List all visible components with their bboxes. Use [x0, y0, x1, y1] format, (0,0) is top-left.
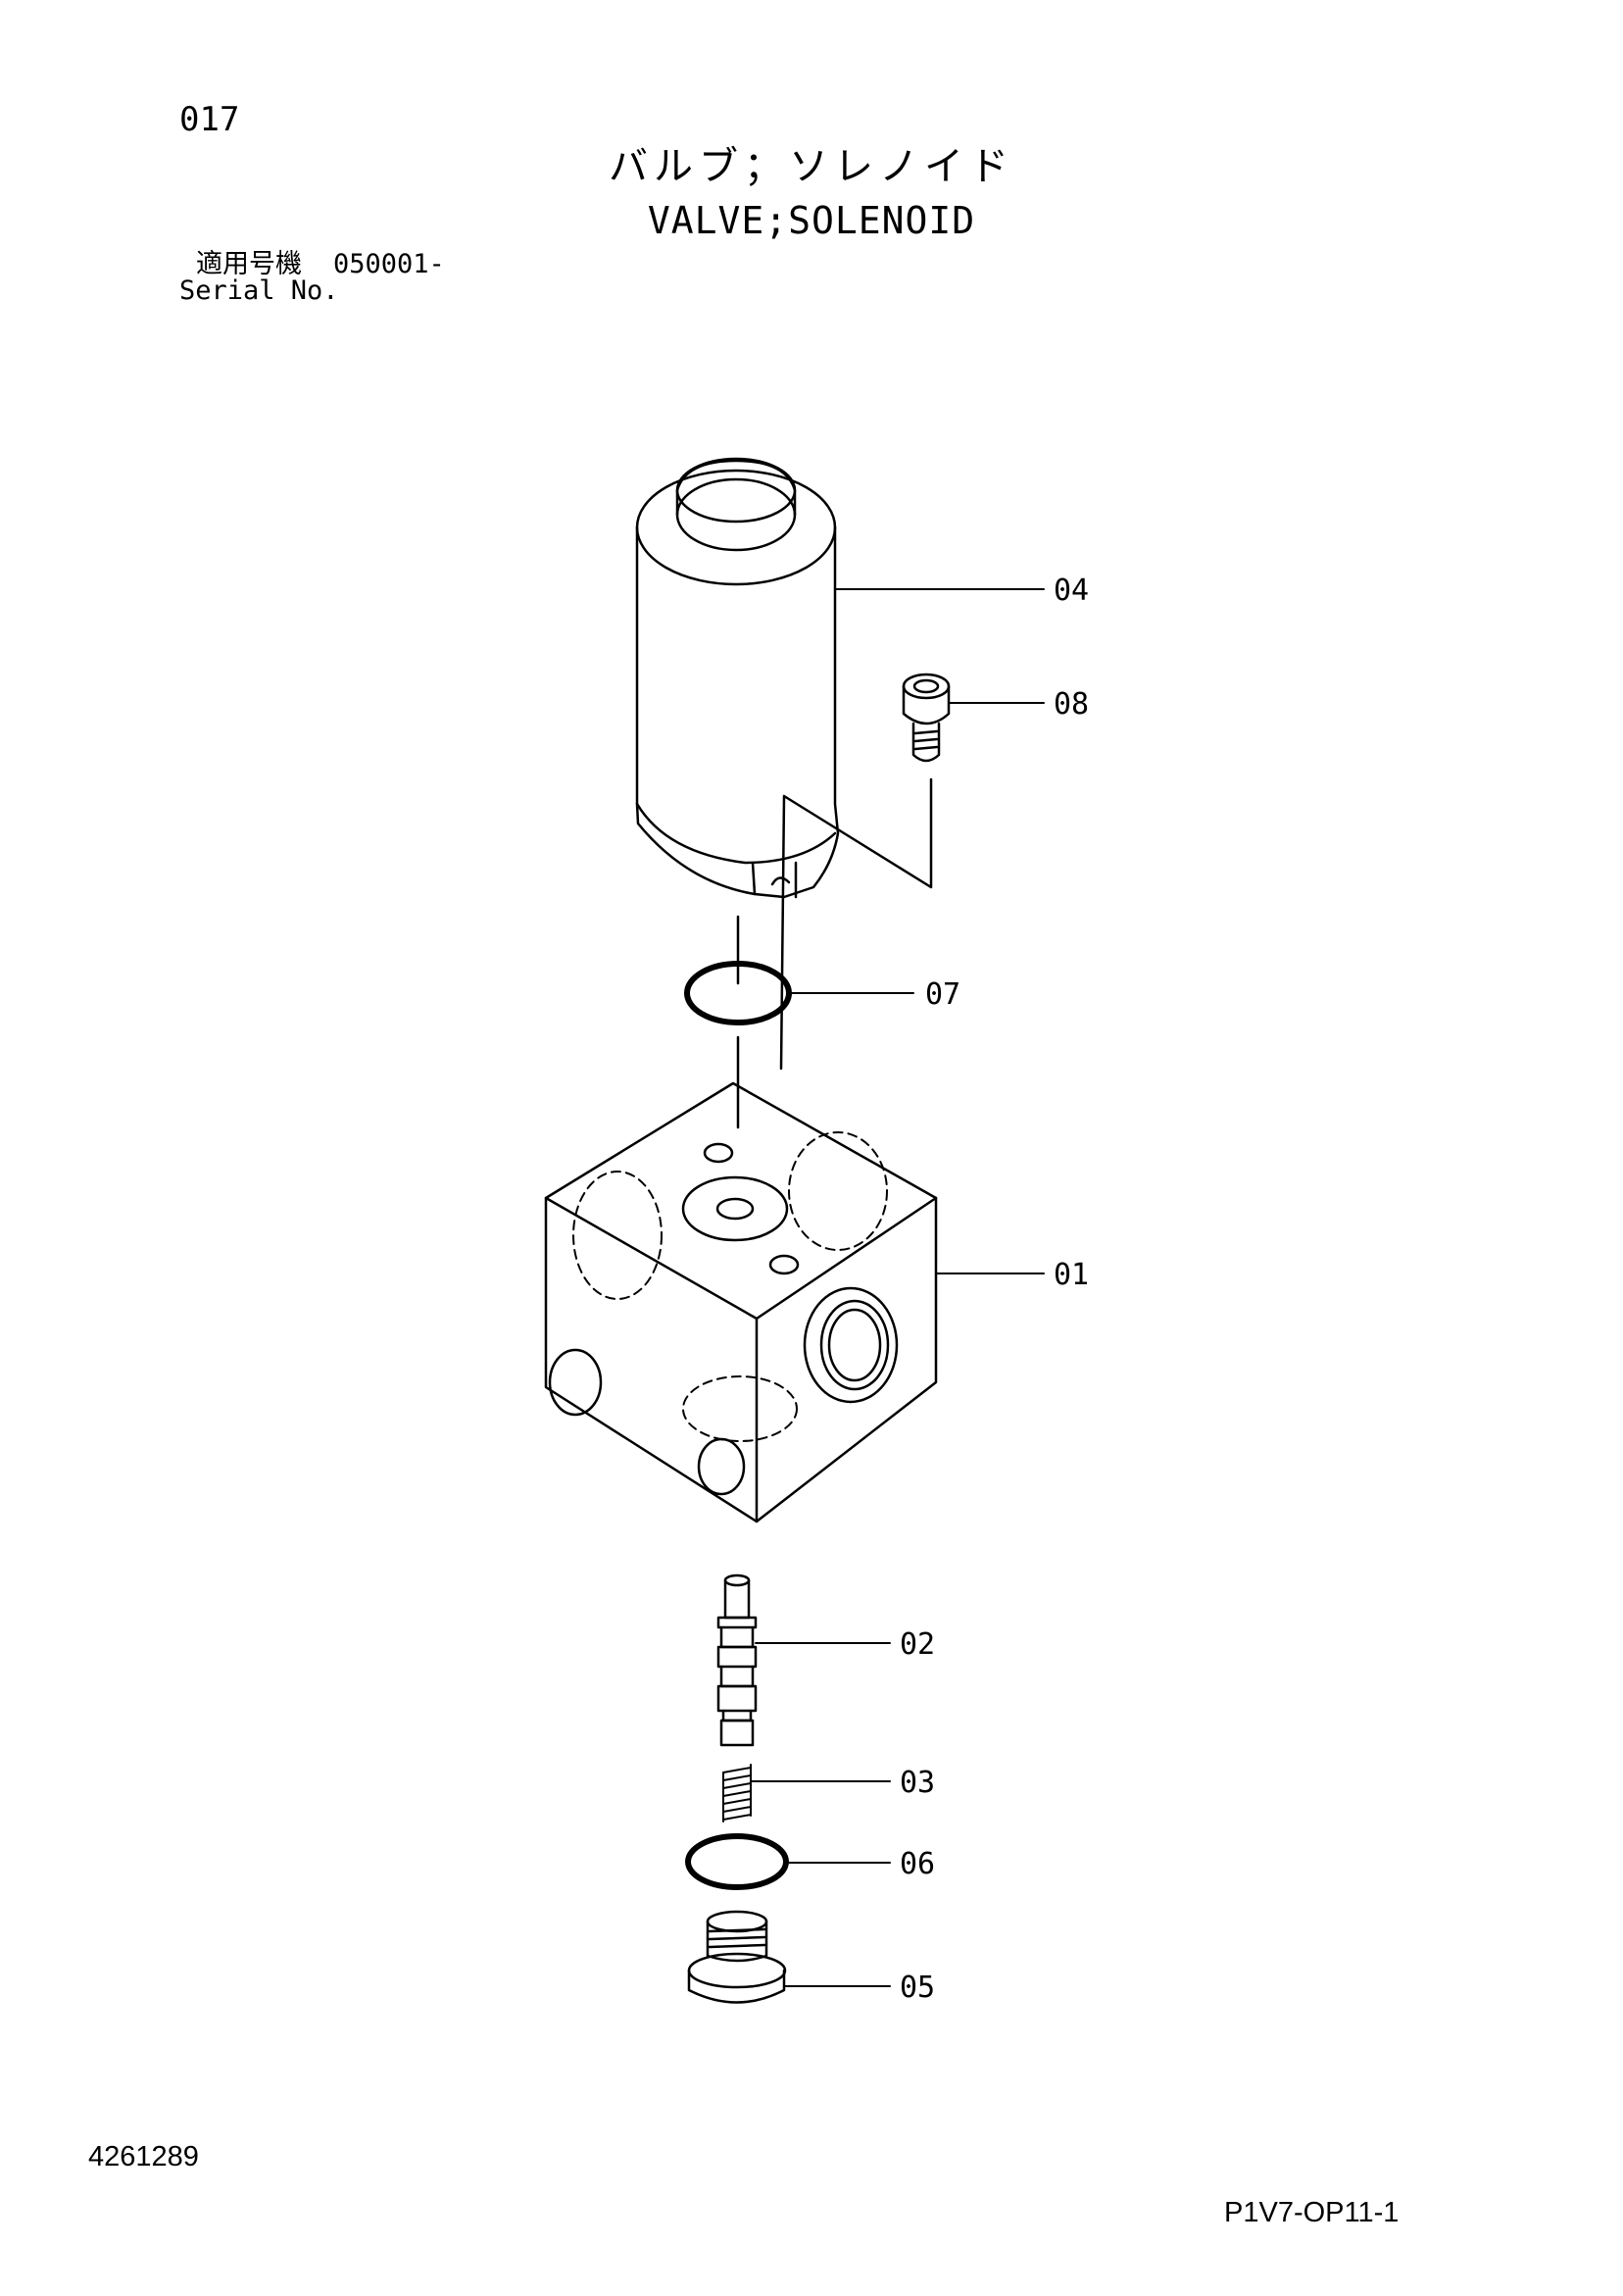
- spool-drawing: [716, 1573, 758, 1747]
- serial-label-english: Serial No.: [179, 275, 339, 306]
- page-title-japanese: バルブ；ソレノイド: [609, 144, 1014, 189]
- callout-06: 06: [900, 1847, 935, 1881]
- callout-03: 03: [900, 1766, 935, 1800]
- sheet-code: P1V7-OP11-1: [1224, 2197, 1400, 2228]
- callout-numbers: 04 08 07 01 02 03 06 05: [900, 574, 1089, 2005]
- page-title-english: VALVE;SOLENOID: [647, 199, 976, 242]
- solenoid-coil-drawing: [635, 457, 840, 899]
- plug-drawing: [687, 1910, 787, 2004]
- callout-02: 02: [900, 1627, 935, 1662]
- callout-07: 07: [925, 977, 960, 1012]
- serial-label-japanese: 適用号機: [196, 249, 302, 279]
- callout-04: 04: [1054, 574, 1089, 608]
- drawing-number: 4261289: [88, 2141, 199, 2172]
- serial-number-range: 050001-: [333, 249, 445, 279]
- spring-drawing: [722, 1764, 752, 1822]
- callout-leaders: [750, 588, 1045, 1987]
- page-number: 017: [179, 100, 240, 139]
- o-ring-lower-drawing: [685, 1833, 789, 1890]
- valve-body-drawing: [544, 1081, 938, 1523]
- callout-01: 01: [1054, 1258, 1089, 1292]
- socket-bolt-drawing: [902, 673, 951, 763]
- callout-08: 08: [1054, 687, 1089, 722]
- o-ring-upper-drawing: [684, 915, 792, 1129]
- callout-05: 05: [900, 1971, 935, 2005]
